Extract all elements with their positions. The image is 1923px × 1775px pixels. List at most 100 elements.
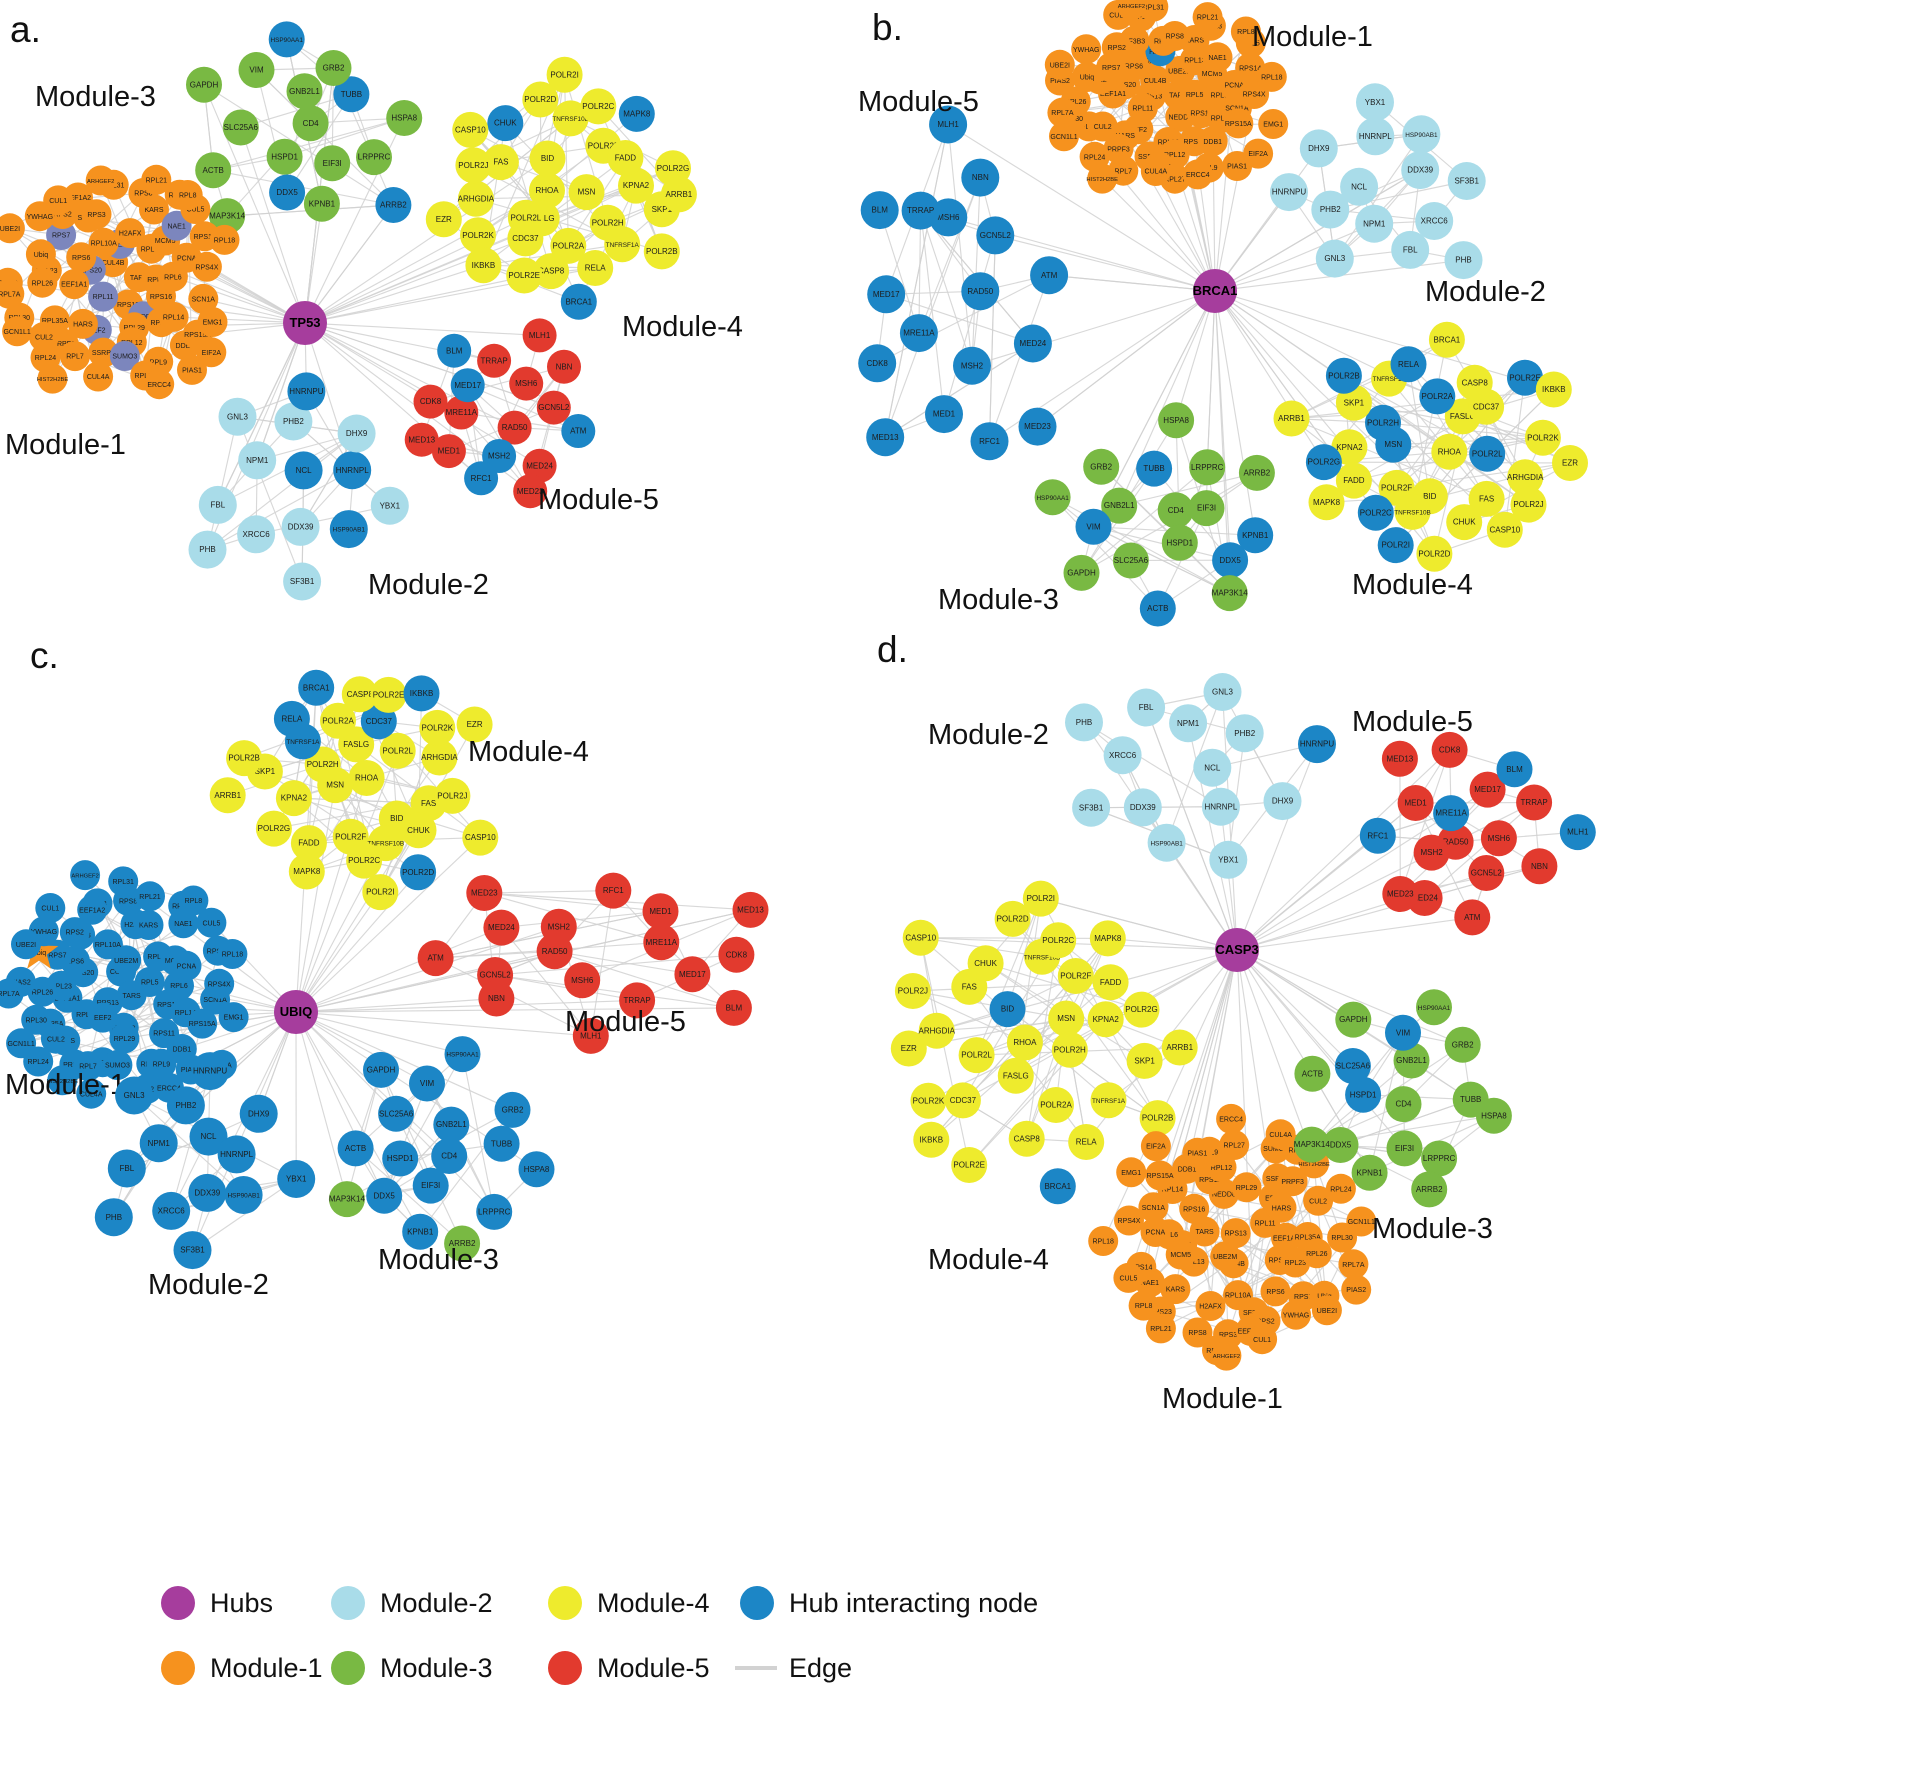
node-label: DDX39 (1407, 166, 1433, 175)
node-label: MCM5 (1170, 1252, 1191, 1259)
node-label: CDK8 (1439, 746, 1461, 755)
node-circle (27, 267, 58, 298)
network-node: FBL (107, 1149, 146, 1188)
node-label: POLR2A (553, 242, 585, 251)
node-label: HNRNPL (1359, 132, 1392, 141)
node-circle (1038, 1087, 1074, 1123)
node-circle (224, 1176, 263, 1214)
node-label: TRRAP (907, 206, 934, 215)
node-label: PHB (199, 545, 215, 554)
edge (1092, 290, 1216, 528)
node-label: DDX5 (276, 188, 298, 197)
node-label: EIF3I (323, 159, 342, 168)
network-node: DDX39 (1401, 151, 1440, 190)
node-label: ARHGDIA (918, 1026, 955, 1035)
edge (185, 1011, 297, 1106)
network-node: RPS4X (204, 968, 235, 999)
node-label: CHUK (974, 959, 997, 968)
node-label: UBE2M (1213, 1254, 1237, 1261)
network-node: Ubiq (25, 239, 56, 270)
node-circle (1049, 121, 1079, 152)
node-circle (1136, 450, 1173, 487)
edge (483, 892, 662, 912)
node-circle (2, 316, 33, 347)
node-label: HSPA8 (524, 1165, 550, 1174)
network-node: MED1 (1397, 785, 1434, 821)
node-label: PHB2 (1320, 205, 1341, 214)
network-node: MAP3K14 (329, 1181, 365, 1218)
node-label: RPL7 (1115, 168, 1133, 175)
edge (429, 366, 565, 403)
node-label: Ubiq (32, 950, 47, 957)
node-label: NAE1 (167, 223, 185, 230)
network-node: CD4 (431, 1138, 468, 1174)
node-circle (370, 676, 407, 713)
network-node: POLR2B (1139, 1100, 1176, 1137)
network-node: RPL18 (217, 939, 248, 969)
network-node: DHX9 (1299, 129, 1338, 168)
node-circle (1247, 1324, 1278, 1355)
network-node: HIST2H2BE (1086, 163, 1118, 194)
node-label: EEF1A2 (79, 907, 105, 914)
node-label: NCL (296, 466, 313, 475)
node-label: CUL4A (87, 374, 110, 381)
node-label: NCL (1351, 182, 1368, 191)
network-node: DDX5 (1322, 1127, 1359, 1163)
edge (494, 974, 735, 1009)
network-node: CUL1 (43, 185, 74, 216)
node-label: TUBB (491, 1139, 512, 1148)
network-node: POLR2A (1419, 378, 1456, 415)
edge (304, 264, 484, 324)
network-node: CASP8 (533, 253, 570, 290)
node-label: SUMO3 (105, 1063, 130, 1070)
network-node: DHX9 (1263, 782, 1302, 821)
edge (988, 274, 1050, 442)
network-node: LRPPRC (476, 1193, 513, 1230)
node-circle (953, 346, 991, 385)
node-label: GRB2 (502, 1106, 524, 1115)
node-circle (1139, 1100, 1176, 1137)
network-node: GAPDH (1063, 554, 1100, 591)
node-circle (858, 344, 897, 383)
node-circle (298, 669, 335, 706)
node-label: TUBB (341, 90, 362, 99)
node-circle (333, 451, 372, 490)
node-label: RPL8 (1237, 29, 1255, 36)
node-label: HNRNPU (289, 387, 323, 396)
node-label: TARS (1169, 93, 1187, 100)
network-node: RPS16 (1179, 1193, 1210, 1224)
node-label: RPL7 (79, 1064, 97, 1071)
network-node: MSH2 (1413, 834, 1450, 871)
network-node: HSP90AB1 (1402, 115, 1441, 154)
node-label: RPS2 (1108, 45, 1126, 52)
edge (943, 234, 996, 415)
node-circle (1090, 1082, 1127, 1119)
node-label: POLR2D (524, 95, 556, 104)
node-label: POLR2E (508, 271, 540, 280)
node-circle (1044, 49, 1075, 80)
module-label: Module-3 (1372, 1213, 1493, 1245)
network-node: MRE11A (899, 314, 938, 353)
node-label: GNL3 (1212, 688, 1233, 697)
node-circle (1243, 138, 1274, 169)
node-circle (1116, 1157, 1147, 1188)
network-node: POLR2G (1123, 991, 1160, 1028)
node-circle (1123, 991, 1160, 1028)
network-node: XRCC6 (1415, 202, 1454, 240)
node-label: POLR2I (1381, 541, 1409, 550)
network-node: PHB (188, 530, 227, 569)
network-node: UBE2I (1044, 49, 1075, 80)
node-circle (1325, 357, 1362, 394)
node-label: BID (1001, 1005, 1015, 1014)
node-label: IKBKB (920, 1135, 944, 1144)
node-label: RPL12 (1211, 1165, 1233, 1172)
node-label: ARHGEF2 (71, 874, 98, 880)
network-node: POLR2K (419, 709, 456, 746)
node-label: KPNB1 (1356, 1168, 1383, 1177)
node-label: DHX9 (248, 1109, 270, 1118)
network-node: RFC1 (970, 422, 1009, 461)
edge (172, 276, 306, 324)
network-node: MED13 (1381, 740, 1418, 777)
node-label: CD4 (441, 1152, 458, 1161)
